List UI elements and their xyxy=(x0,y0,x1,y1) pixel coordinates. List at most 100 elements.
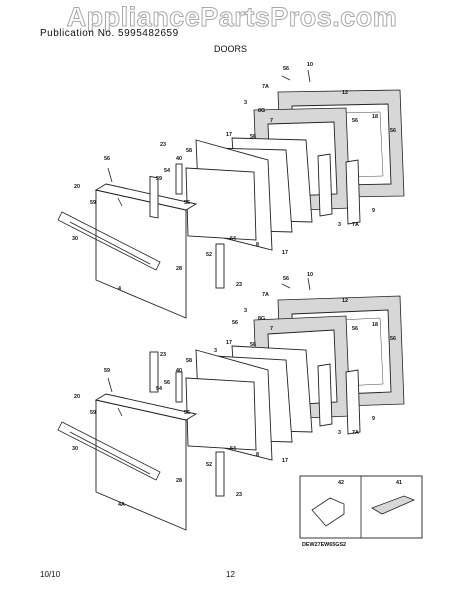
upper-callout-56: 56 xyxy=(104,156,110,162)
lower-callout-30: 30 xyxy=(72,446,78,452)
part-42-bracket xyxy=(311,497,345,527)
lower-callout-64: 64 xyxy=(230,446,236,452)
inset-model-number: DEW27EW65GS2 xyxy=(302,542,346,548)
lower-callout-18: 18 xyxy=(372,322,378,328)
lower-callout-3: 3 xyxy=(338,430,341,436)
upper-screws-left xyxy=(107,167,123,207)
accessory-inset xyxy=(299,475,423,539)
upper-hinge-arm xyxy=(175,163,183,195)
lower-callout-56: 56 xyxy=(283,276,289,282)
part-41-handle-insert xyxy=(371,495,416,515)
upper-callout-56: 56 xyxy=(390,128,396,134)
lower-callout-56: 56 xyxy=(164,380,170,386)
upper-callout-7A: 7A xyxy=(262,84,269,90)
upper-callout-23: 23 xyxy=(236,282,242,288)
lower-callout-59: 59 xyxy=(90,410,96,416)
lower-callout-58: 58 xyxy=(186,358,192,364)
lower-callout-40: 40 xyxy=(176,368,182,374)
lower-outer-door xyxy=(95,399,187,531)
upper-callout-56: 56 xyxy=(184,200,190,206)
upper-screws xyxy=(281,69,311,83)
section-title: DOORS xyxy=(214,44,248,54)
lower-callout-8G: 8G xyxy=(258,316,265,322)
lower-callout-10: 10 xyxy=(307,272,313,278)
lower-callout-12: 12 xyxy=(342,298,348,304)
lower-callout-17: 17 xyxy=(226,340,232,346)
upper-callout-8G: 8G xyxy=(258,108,265,114)
upper-hinge-bottom xyxy=(215,243,225,289)
upper-callout-23: 23 xyxy=(160,142,166,148)
upper-callout-28: 28 xyxy=(176,266,182,272)
upper-glass-1 xyxy=(185,167,257,241)
upper-outer-door xyxy=(95,189,187,319)
upper-callout-17: 17 xyxy=(282,250,288,256)
upper-callout-59: 59 xyxy=(90,200,96,206)
upper-callout-7: 7 xyxy=(270,118,273,124)
publication-header: Publication No. 5995482659 xyxy=(40,28,179,39)
lower-callout-23: 23 xyxy=(236,492,242,498)
lower-hinge-bottom xyxy=(215,451,225,497)
inset-callout-41: 41 xyxy=(396,480,402,486)
upper-callout-52: 52 xyxy=(206,252,212,258)
lower-glass-1 xyxy=(185,377,257,451)
upper-callout-54: 54 xyxy=(164,168,170,174)
upper-callout-9: 9 xyxy=(372,208,375,214)
lower-hinge-arm xyxy=(175,371,183,403)
upper-callout-7A: 7A xyxy=(352,222,359,228)
lower-callout-7: 7 xyxy=(270,326,273,332)
lower-door-assembly xyxy=(57,277,405,531)
upper-door-handle xyxy=(57,211,161,271)
upper-side-channel xyxy=(317,153,333,217)
lower-callout-8: 8 xyxy=(256,452,259,458)
lower-callout-9: 9 xyxy=(372,416,375,422)
lower-callout-7A: 7A xyxy=(262,292,269,298)
lower-callout-4A: 4A xyxy=(118,502,125,508)
upper-handle-line xyxy=(69,221,151,265)
footer-page-number: 12 xyxy=(226,570,235,579)
lower-callout-28: 28 xyxy=(176,478,182,484)
inset-callout-42: 42 xyxy=(338,480,344,486)
lower-callout-54: 54 xyxy=(156,386,162,392)
lower-callout-3: 3 xyxy=(244,308,247,314)
upper-callout-56: 56 xyxy=(250,134,256,140)
upper-side-channel-2 xyxy=(345,159,361,225)
upper-callout-56: 56 xyxy=(283,66,289,72)
lower-side-channel xyxy=(317,363,333,427)
upper-callout-17: 17 xyxy=(226,132,232,138)
lower-callout-17: 17 xyxy=(282,458,288,464)
upper-callout-20: 20 xyxy=(74,184,80,190)
upper-callout-40: 40 xyxy=(176,156,182,162)
watermark-text: AppliancePartsPros.com xyxy=(66,2,398,33)
lower-side-channel-2 xyxy=(345,369,361,435)
lower-callout-56: 56 xyxy=(232,320,238,326)
upper-callout-18: 18 xyxy=(372,114,378,120)
upper-callout-30: 30 xyxy=(72,236,78,242)
lower-callout-3: 3 xyxy=(214,348,217,354)
upper-callout-56: 56 xyxy=(352,118,358,124)
lower-callout-56: 56 xyxy=(184,410,190,416)
lower-handle-line xyxy=(69,431,151,475)
lower-screws xyxy=(281,277,311,291)
lower-callout-56: 56 xyxy=(352,326,358,332)
upper-callout-59: 59 xyxy=(156,176,162,182)
lower-callout-52: 52 xyxy=(206,462,212,468)
upper-callout-10: 10 xyxy=(307,62,313,68)
lower-callout-20: 20 xyxy=(74,394,80,400)
upper-door-assembly xyxy=(57,69,405,319)
footer-date: 10/10 xyxy=(40,570,61,579)
upper-callout-3: 3 xyxy=(244,100,247,106)
lower-callout-59: 59 xyxy=(104,368,110,374)
lower-callout-56: 56 xyxy=(390,336,396,342)
lower-callout-56: 56 xyxy=(250,342,256,348)
lower-hinge-left xyxy=(149,351,159,393)
upper-callout-4: 4 xyxy=(118,286,121,292)
upper-callout-3: 3 xyxy=(338,222,341,228)
upper-callout-12: 12 xyxy=(342,90,348,96)
upper-callout-58: 58 xyxy=(186,148,192,154)
lower-screws-left xyxy=(107,377,123,417)
upper-callout-8: 8 xyxy=(256,242,259,248)
lower-door-top-trim xyxy=(94,393,198,421)
lower-door-handle xyxy=(57,421,161,481)
